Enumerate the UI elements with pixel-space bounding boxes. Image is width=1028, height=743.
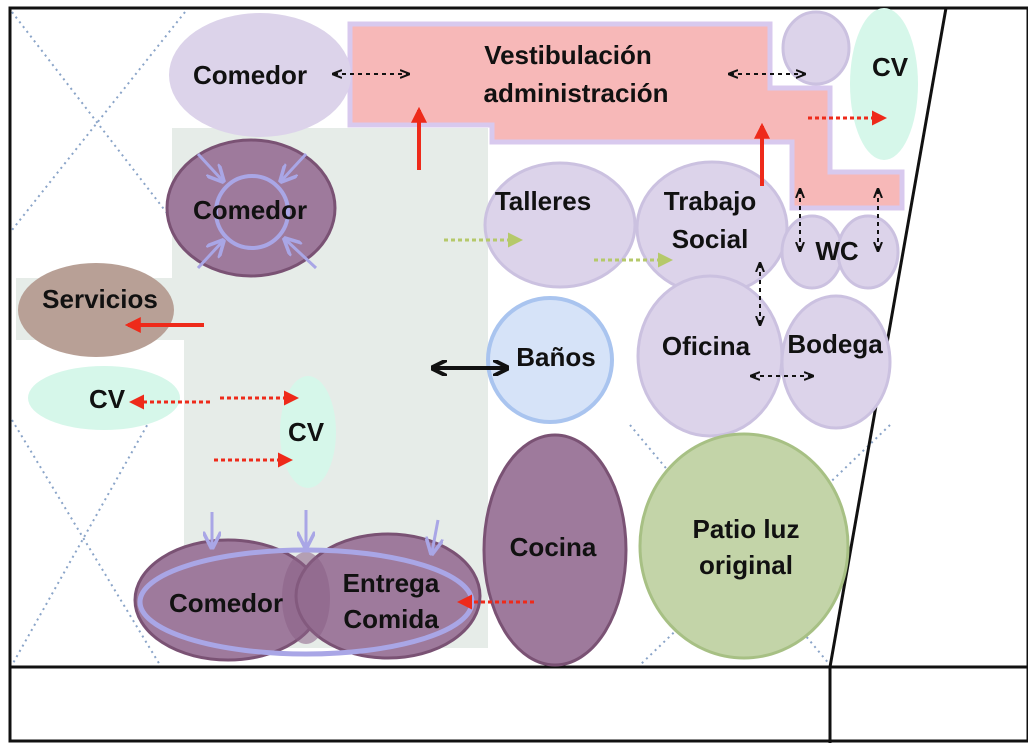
- labels: Comedor Vestibulación administración CV …: [42, 40, 909, 634]
- access-arrows-red: [124, 106, 770, 333]
- wc-label: WC: [815, 236, 859, 266]
- vestibulacion-label-2: administración: [484, 78, 669, 108]
- talleres-label: Talleres: [495, 186, 591, 216]
- cv-top-right-label: CV: [872, 52, 909, 82]
- overlap-zone: [282, 552, 330, 644]
- dining-ring: [137, 547, 475, 657]
- comedor-bottom-label: Comedor: [169, 588, 283, 618]
- flow-arrows-red-dotted: [129, 110, 887, 610]
- patio-label-2: original: [699, 550, 793, 580]
- cv-left-label: CV: [89, 384, 126, 414]
- central-corridor: [16, 128, 488, 648]
- cocina-label: Cocina: [510, 532, 597, 562]
- servicios-bubble: [18, 263, 174, 357]
- bodega-label: Bodega: [787, 329, 883, 359]
- patio-bubble: [638, 432, 850, 660]
- oficina-label: Oficina: [662, 331, 751, 361]
- entrega-comida-label-1: Entrega: [343, 568, 440, 598]
- flow-arrows-green-dotted: [444, 232, 673, 268]
- talleres-bubble: [483, 161, 637, 289]
- trabajo-social-label-2: Social: [672, 224, 749, 254]
- comedor-center-label: Comedor: [193, 195, 307, 225]
- bodega-bubble: [780, 294, 892, 430]
- cv-middle-label: CV: [288, 417, 325, 447]
- cocina-bubble: [482, 433, 628, 667]
- relation-arrows-black: [334, 74, 878, 376]
- small-space-bubble: [781, 10, 851, 86]
- cv-top-right-bubble: [850, 8, 918, 160]
- trabajo-social-label-1: Trabajo: [664, 186, 756, 216]
- entrega-comida-label-2: Comida: [343, 604, 439, 634]
- cv-left-bubble: [28, 366, 180, 430]
- gather-icon: [196, 152, 318, 270]
- plan-frame: [8, 6, 1028, 743]
- wc-bubble-2: [836, 214, 900, 290]
- comedor-top-bubble: [169, 13, 351, 137]
- patio-label-1: Patio luz: [693, 514, 800, 544]
- servicios-label: Servicios: [42, 284, 158, 314]
- inflow-icons: [212, 510, 438, 552]
- vestibulacion-label-1: Vestibulación: [484, 40, 652, 70]
- comedor-top-label: Comedor: [193, 60, 307, 90]
- banos-label: Baños: [516, 342, 595, 372]
